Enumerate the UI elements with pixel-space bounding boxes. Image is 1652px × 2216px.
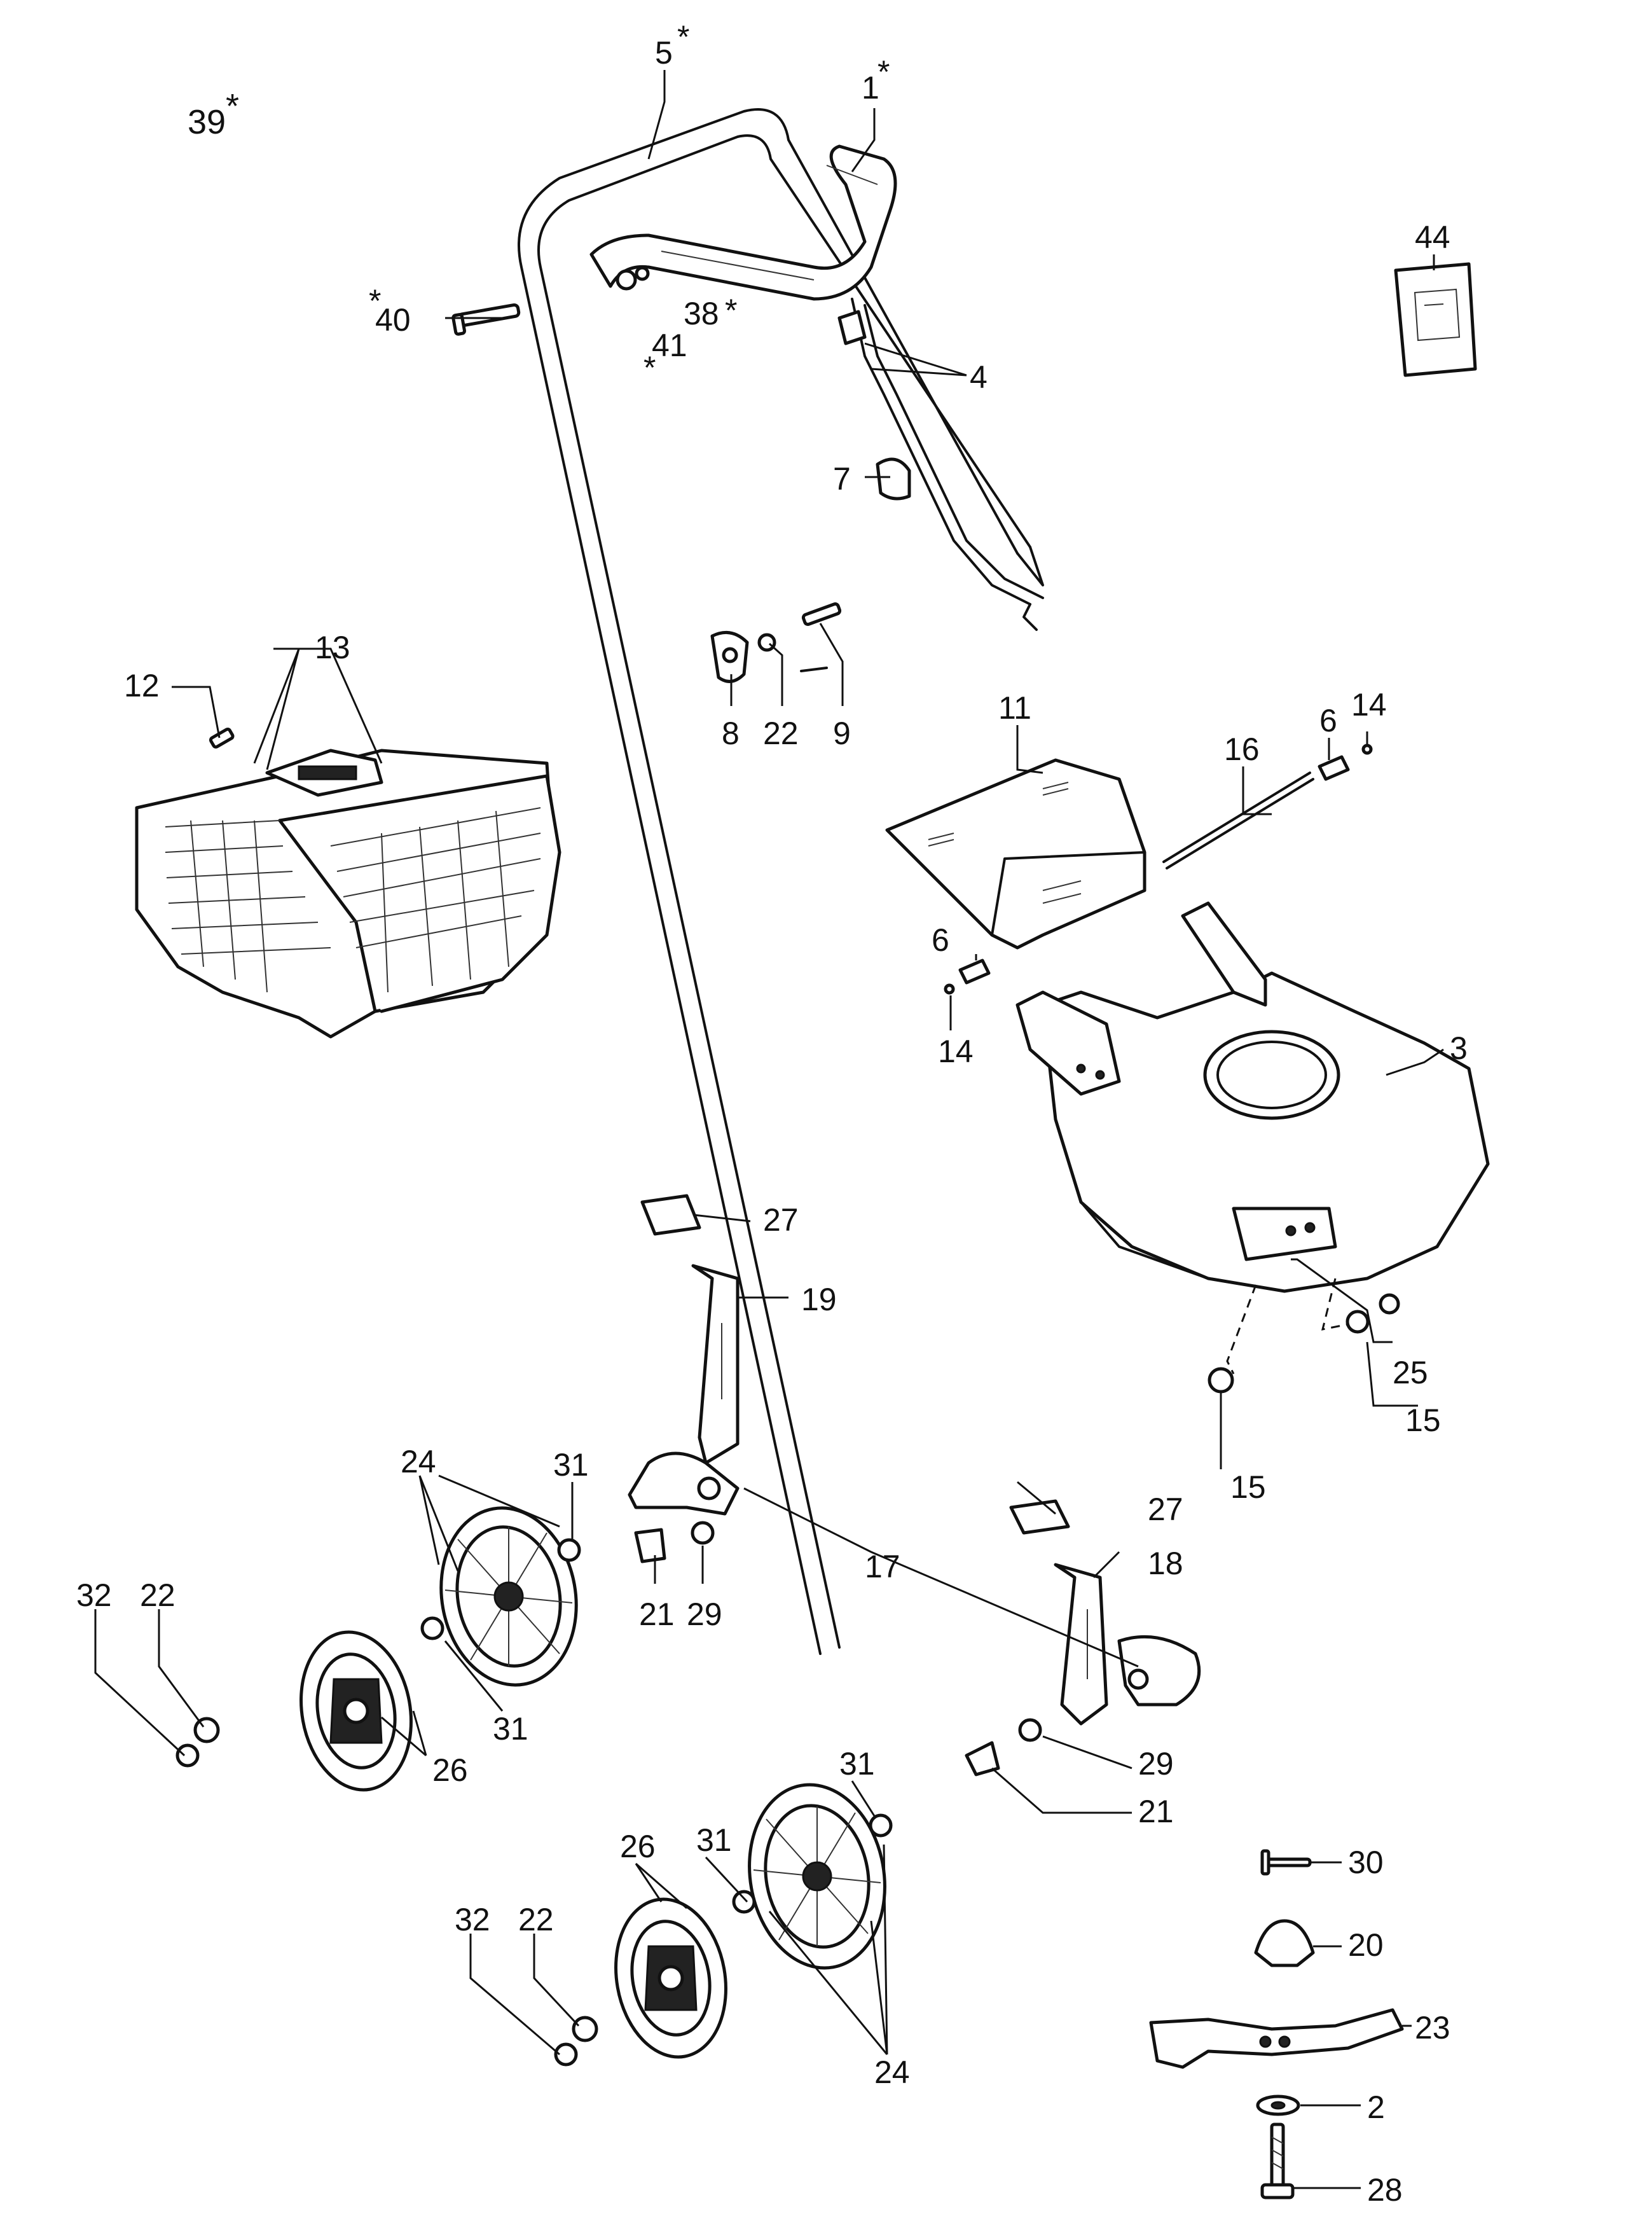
label-16: 16 — [1224, 731, 1260, 767]
label-7: 7 — [833, 461, 851, 497]
label-38: 38 — [684, 296, 719, 331]
label-11: 11 — [998, 690, 1031, 726]
manual-booklet-44 — [1394, 262, 1477, 377]
deck-hardware — [1208, 1278, 1400, 1394]
blade-23 — [1149, 2008, 1404, 2069]
label-3: 3 — [1450, 1030, 1468, 1066]
label-27-top: 27 — [763, 1202, 799, 1238]
screw-30 — [1260, 1849, 1312, 1876]
label-13: 13 — [315, 630, 350, 665]
wheel-bearings-31 — [420, 1538, 893, 1914]
asterisk-1: * — [878, 54, 890, 90]
label-28: 28 — [1367, 2172, 1403, 2208]
grass-catcher — [135, 749, 561, 1039]
label-44: 44 — [1415, 219, 1450, 255]
bolt-9 — [801, 602, 842, 627]
wheel-upper-hub — [299, 1630, 413, 1792]
wheel-upper-tire — [439, 1506, 578, 1687]
handle-bolt-pin — [451, 303, 521, 336]
label-20: 20 — [1348, 1927, 1384, 1963]
label-31-mid: 31 — [493, 1711, 528, 1747]
label-6-bottom: 6 — [932, 922, 949, 958]
label-4: 4 — [970, 359, 988, 395]
label-30: 30 — [1348, 1845, 1384, 1880]
leader-lines — [94, 70, 1444, 2189]
label-6-top: 6 — [1319, 703, 1337, 738]
springs-6 — [958, 755, 1350, 985]
wheel-lower-hub — [614, 1897, 727, 2059]
label-19: 19 — [801, 1282, 837, 1317]
asterisk-41: * — [644, 350, 656, 385]
label-26-lower: 26 — [620, 1829, 656, 1864]
label-22-left: 22 — [140, 1577, 176, 1613]
label-14-bottom: 14 — [938, 1034, 974, 1069]
clips-14 — [944, 744, 1373, 995]
asterisk-39: * — [226, 87, 239, 125]
blade-adapter-20 — [1254, 1919, 1315, 1967]
mower-deck — [1015, 901, 1490, 1293]
blade-bolt-28 — [1260, 2123, 1295, 2199]
screw-12 — [209, 727, 235, 749]
label-26-top: 26 — [432, 1752, 468, 1788]
label-15-right: 15 — [1405, 1402, 1441, 1438]
nut-22-top — [757, 633, 776, 652]
label-32-bottom: 32 — [455, 1902, 490, 1937]
label-18: 18 — [1148, 1546, 1183, 1581]
wheel-lower-tire — [748, 1783, 886, 1970]
axle-bracket-left — [628, 1451, 740, 1516]
label-31-lower-right: 31 — [839, 1746, 875, 1782]
top-grip-bar — [589, 144, 897, 301]
label-9: 9 — [833, 716, 851, 751]
label-8: 8 — [722, 716, 740, 751]
label-29-right: 29 — [1138, 1746, 1174, 1782]
label-22-top: 22 — [763, 716, 799, 751]
label-41: 41 — [652, 328, 687, 363]
label-31-top: 31 — [553, 1447, 589, 1483]
label-15-left: 15 — [1230, 1469, 1266, 1505]
label-21-left: 21 — [639, 1596, 675, 1632]
label-22-bottom: 22 — [518, 1902, 554, 1937]
label-25: 25 — [1393, 1355, 1428, 1390]
label-39: 39 — [188, 103, 226, 141]
cable-assembly — [837, 298, 1044, 631]
asterisk-38: * — [725, 293, 737, 328]
label-5: 5 — [655, 35, 673, 71]
handlebar — [518, 108, 1044, 1655]
asterisk-5: * — [677, 19, 689, 55]
label-31-lower-left: 31 — [696, 1822, 732, 1858]
handle-clamp-8 — [710, 630, 749, 683]
label-32-top: 32 — [76, 1577, 112, 1613]
small-hardware-38-41 — [616, 266, 650, 291]
rear-flap — [885, 758, 1146, 950]
label-12: 12 — [124, 668, 160, 703]
label-14-top: 14 — [1351, 687, 1387, 723]
label-24-top: 24 — [401, 1444, 436, 1479]
lever-18-right — [1009, 1499, 1201, 1726]
label-29-left: 29 — [687, 1596, 722, 1632]
lever-19-left — [640, 1194, 740, 1465]
washer-2 — [1256, 2095, 1300, 2116]
label-17: 17 — [865, 1549, 900, 1584]
label-40: 40 — [375, 302, 411, 338]
bolts-21-29 — [634, 1521, 1042, 1776]
label-24-bottom: 24 — [874, 2054, 910, 2090]
label-2: 2 — [1367, 2089, 1385, 2125]
label-27-right: 27 — [1148, 1492, 1183, 1527]
label-1: 1 — [862, 70, 879, 106]
label-23: 23 — [1415, 2010, 1450, 2046]
label-21-right: 21 — [1138, 1794, 1174, 1829]
asterisk-40: * — [369, 283, 381, 319]
flap-rod-16 — [1162, 772, 1314, 869]
part-labels: 5 * 1 * 39 * 44 * 40 38 * 41 * 4 7 13 12… — [76, 19, 1468, 2208]
handle-knob — [876, 457, 911, 501]
